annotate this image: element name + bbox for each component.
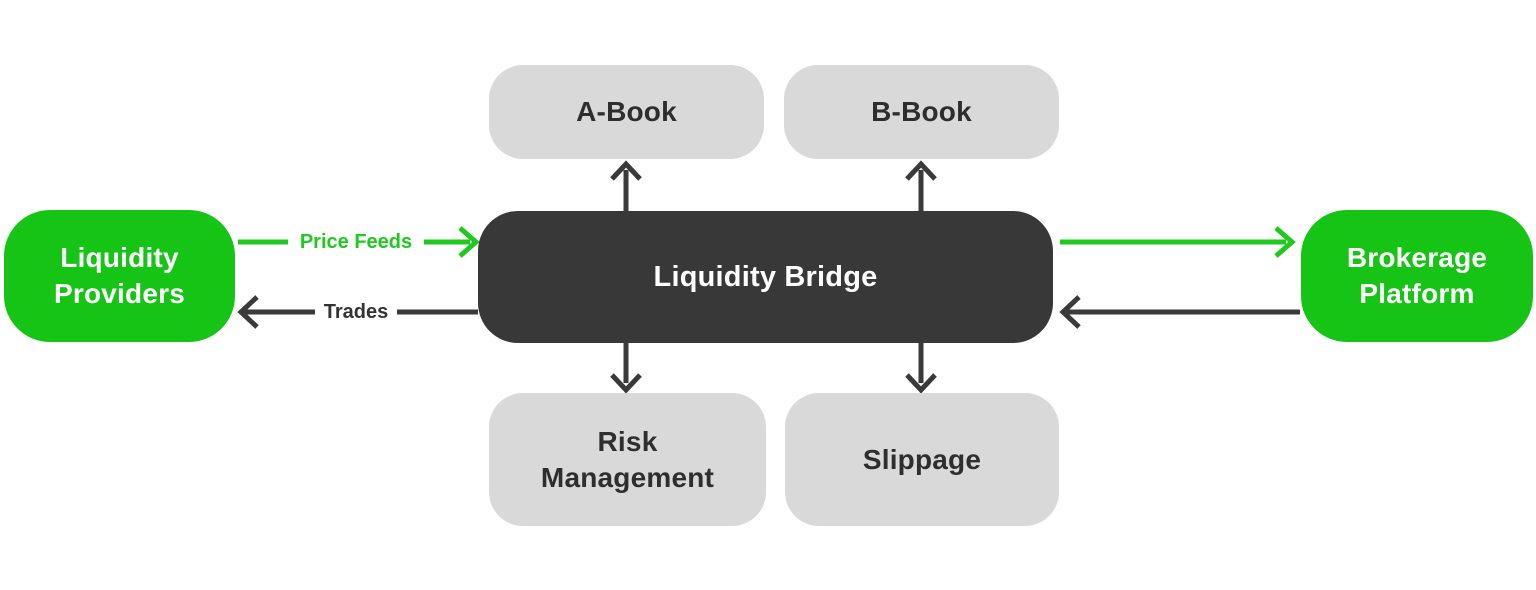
node-slippage: Slippage	[785, 393, 1059, 526]
node-label: Liquidity Bridge	[653, 261, 878, 293]
arrowhead-left-icon	[1059, 295, 1081, 329]
arrowhead-left-icon	[237, 295, 259, 329]
edge-label-trades: Trades	[323, 301, 389, 323]
arrowhead-down-icon	[905, 373, 937, 394]
edge-bridge-to-abook-arrow	[610, 160, 642, 211]
arrowhead-right-icon	[458, 226, 480, 258]
node-label: A-Book	[576, 96, 677, 127]
node-liquidity-bridge: Liquidity Bridge	[478, 211, 1053, 343]
node-brokerage-platform: Brokerage Platform	[1301, 210, 1533, 342]
node-a-book: A-Book	[489, 65, 764, 159]
node-label: Platform	[1359, 278, 1475, 309]
node-liquidity-providers: Liquidity Providers	[4, 210, 235, 342]
arrowhead-up-icon	[610, 160, 642, 181]
arrowhead-up-icon	[905, 160, 937, 181]
arrowhead-down-icon	[610, 373, 642, 394]
node-label: Management	[540, 461, 715, 493]
node-risk-management: Risk Management	[489, 393, 766, 526]
edge-bridge-to-bbook-arrow	[905, 160, 937, 211]
node-label: Providers	[54, 278, 185, 309]
arrowhead-right-icon	[1274, 226, 1296, 258]
node-b-book: B-Book	[784, 65, 1059, 159]
node-label: Risk	[597, 425, 658, 457]
node-label: B-Book	[871, 96, 972, 127]
node-label: Brokerage	[1346, 242, 1488, 273]
edge-bridge-to-slippage-arrow	[905, 343, 937, 394]
edge-brokerage-to-bridge-arrow	[1059, 295, 1300, 329]
edge-label-price-feeds: Price Feeds	[299, 231, 413, 253]
edge-bridge-to-brokerage-arrow	[1060, 226, 1296, 258]
node-label: Liquidity	[60, 242, 179, 273]
edge-bridge-to-risk-arrow	[610, 343, 642, 394]
node-label: Slippage	[862, 443, 982, 475]
